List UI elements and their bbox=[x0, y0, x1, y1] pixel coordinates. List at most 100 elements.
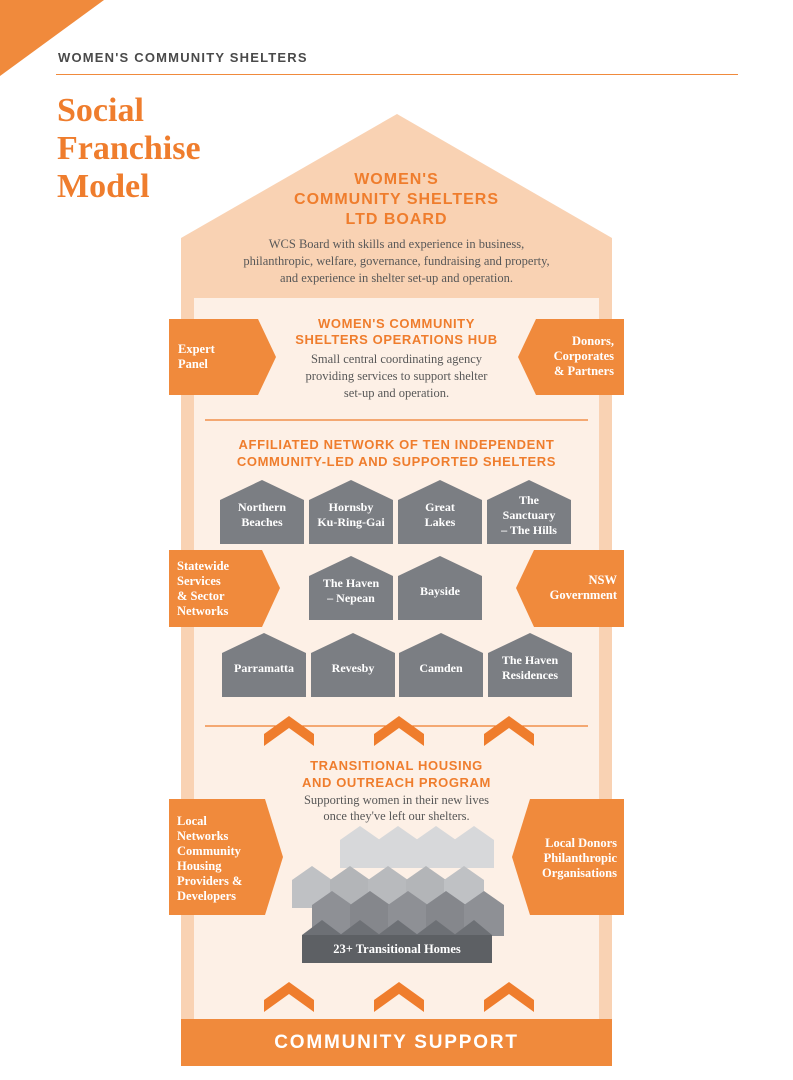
board-desc-line: WCS Board with skills and experience in … bbox=[268, 237, 525, 251]
page-title: Social Franchise Model bbox=[57, 92, 277, 206]
flag-line: Networks bbox=[177, 829, 229, 843]
flag-line: Developers bbox=[177, 889, 237, 903]
flag-line: Housing bbox=[177, 859, 222, 873]
flag-donors bbox=[518, 319, 624, 395]
board-title: WOMEN'S COMMUNITY SHELTERS LTD BOARD bbox=[240, 170, 553, 230]
flag-line: Services bbox=[177, 574, 221, 588]
shelter-label-line: Ku-Ring-Gai bbox=[317, 515, 385, 529]
brand-name: WOMEN'S COMMUNITY SHELTERS bbox=[58, 50, 308, 65]
shelter-label-line: Bayside bbox=[419, 583, 460, 598]
shelter-label-line: Lakes bbox=[424, 515, 456, 529]
flag-line: Panel bbox=[178, 357, 208, 371]
flag-nsw-government bbox=[516, 550, 624, 627]
board-desc-line: philanthropic, welfare, governance, fund… bbox=[243, 254, 550, 268]
flag-local-networks-label: Local Networks Community Housing Provide… bbox=[177, 814, 242, 904]
shelter-label-line: Sanctuary bbox=[502, 507, 556, 522]
flag-line: & Sector bbox=[177, 589, 225, 603]
shelter-label-line: The Haven bbox=[501, 653, 559, 667]
board-description: WCS Board with skills and experience in … bbox=[200, 236, 593, 287]
transitional-title: TRANSITIONAL HOUSING AND OUTREACH PROGRA… bbox=[260, 757, 533, 791]
board-title-line: LTD BOARD bbox=[345, 211, 448, 228]
flag-donors-label: Donors, Corporates & Partners bbox=[524, 334, 614, 379]
community-support-banner: COMMUNITY SUPPORT bbox=[181, 1019, 612, 1066]
shelter-label-line: Camden bbox=[419, 660, 463, 675]
shelter-label-line: Northern bbox=[238, 500, 286, 514]
chevron-up-icon bbox=[484, 982, 534, 1012]
hub-desc-line: set-up and operation. bbox=[343, 386, 450, 400]
shelter-the-haven-nepean: The Haven– Nepean bbox=[309, 556, 393, 620]
flag-nsw-government-label: NSW Government bbox=[524, 573, 617, 603]
hub-description: Small central coordinating agency provid… bbox=[276, 351, 517, 402]
transitional-homes-icon bbox=[292, 826, 504, 936]
chevron-up-icon bbox=[264, 982, 314, 1012]
shelter-label-line: Beaches bbox=[241, 515, 283, 529]
header-rule bbox=[56, 74, 738, 75]
shelter-label-line: The Haven bbox=[322, 576, 380, 590]
flag-line: Networks bbox=[177, 604, 229, 618]
transitional-title-line: TRANSITIONAL HOUSING bbox=[310, 758, 483, 773]
chevron-up-icon bbox=[264, 716, 314, 746]
shelter-label-line: Great bbox=[425, 500, 455, 514]
chevron-up-icon bbox=[484, 716, 534, 746]
flag-local-donors bbox=[512, 799, 624, 915]
flag-line: Statewide bbox=[177, 559, 230, 573]
shelter-label-line: – Nepean bbox=[327, 591, 375, 605]
title-line: Franchise bbox=[57, 130, 201, 167]
title-line: Model bbox=[57, 168, 150, 205]
network-title-line: COMMUNITY-LED AND SUPPORTED SHELTERS bbox=[236, 454, 557, 469]
flag-line: Expert bbox=[178, 342, 215, 356]
transitional-homes-label: 23+ Transitional Homes bbox=[302, 935, 492, 963]
flag-line: Government bbox=[549, 588, 617, 602]
flag-line: Community bbox=[177, 844, 241, 858]
network-title-line: AFFILIATED NETWORK OF TEN INDEPENDENT bbox=[238, 437, 555, 452]
shelter-label-line: Residences bbox=[502, 668, 558, 682]
flag-local-networks bbox=[169, 799, 283, 915]
chevron-up-icon bbox=[374, 982, 424, 1012]
flag-local-donors-label: Local Donors Philanthropic Organisations bbox=[520, 836, 617, 881]
hub-title: WOMEN'S COMMUNITY SHELTERS OPERATIONS HU… bbox=[280, 316, 513, 348]
chevron-up-icon bbox=[374, 716, 424, 746]
flag-statewide-services bbox=[169, 550, 280, 627]
transitional-desc-line: Supporting women in their new lives bbox=[303, 793, 490, 807]
flag-line: Local Donors bbox=[545, 836, 617, 850]
flag-expert-panel-label: Expert Panel bbox=[178, 342, 215, 372]
shelter-revesby: Revesby bbox=[311, 633, 395, 697]
flag-line: NSW bbox=[588, 573, 617, 587]
transitional-desc-line: once they've left our shelters. bbox=[323, 809, 470, 823]
shelter-label-line: The bbox=[518, 492, 539, 507]
corner-triangle bbox=[0, 0, 104, 76]
flag-line: & Partners bbox=[553, 364, 614, 378]
flag-line: Organisations bbox=[541, 866, 617, 880]
network-title: AFFILIATED NETWORK OF TEN INDEPENDENT CO… bbox=[200, 436, 593, 470]
hub-desc-line: Small central coordinating agency bbox=[310, 352, 483, 366]
transitional-description: Supporting women in their new lives once… bbox=[260, 792, 533, 824]
flag-line: Philanthropic bbox=[543, 851, 617, 865]
shelter-label-line: – The Hills bbox=[501, 522, 557, 537]
board-title-line: COMMUNITY SHELTERS bbox=[294, 191, 499, 208]
transitional-title-line: AND OUTREACH PROGRAM bbox=[302, 775, 491, 790]
hub-desc-line: providing services to support shelter bbox=[305, 369, 488, 383]
shelter-label-line: Parramatta bbox=[234, 660, 294, 675]
flag-expert-panel bbox=[169, 319, 276, 395]
shelter-parramatta: Parramatta bbox=[222, 633, 306, 697]
shelter-camden: Camden bbox=[399, 633, 483, 697]
board-desc-line: and experience in shelter set-up and ope… bbox=[280, 271, 513, 285]
flag-line: Providers & bbox=[177, 874, 243, 888]
flag-line: Local bbox=[177, 814, 207, 828]
flag-line: Donors, bbox=[571, 334, 614, 348]
hub-title-line: WOMEN'S COMMUNITY bbox=[317, 316, 475, 331]
flag-line: Corporates bbox=[553, 349, 614, 363]
board-title-line: WOMEN'S bbox=[354, 171, 439, 188]
flag-statewide-services-label: Statewide Services & Sector Networks bbox=[177, 559, 229, 619]
shelter-label-line: Revesby bbox=[331, 660, 375, 675]
title-line: Social bbox=[57, 92, 144, 129]
hub-title-line: SHELTERS OPERATIONS HUB bbox=[295, 332, 498, 347]
shelter-bayside: Bayside bbox=[398, 556, 482, 620]
shelter-label-line: Hornsby bbox=[328, 500, 374, 514]
